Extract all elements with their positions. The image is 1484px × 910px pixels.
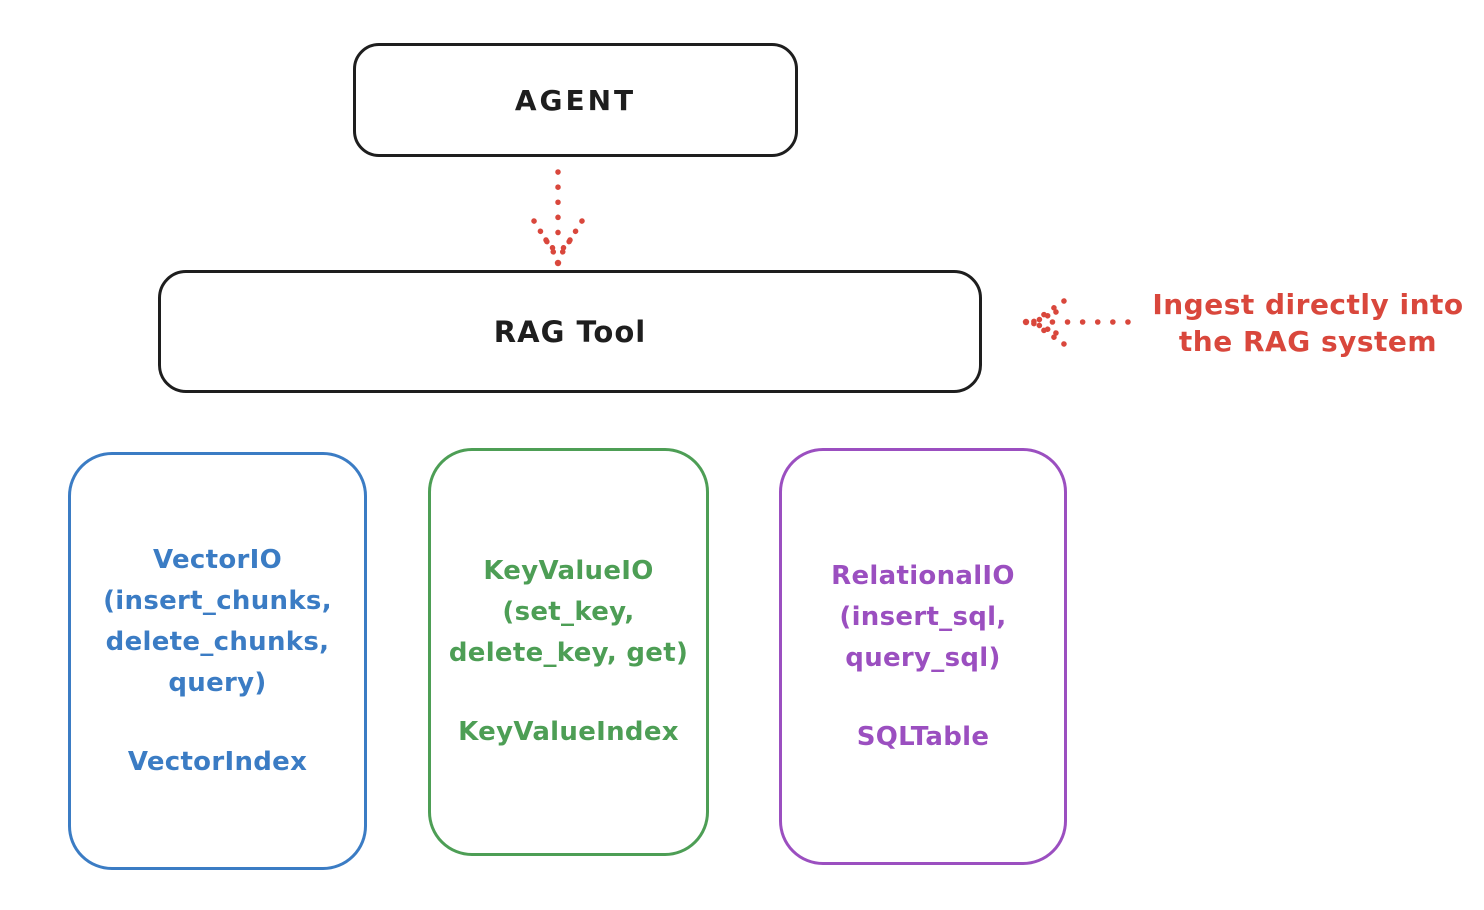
- vector-io-lines: VectorIO (insert_chunks, delete_chunks, …: [103, 540, 332, 704]
- keyvalue-io-lines: KeyValueIO (set_key, delete_key, get): [449, 551, 688, 674]
- vector-io-line: VectorIO: [152, 544, 283, 575]
- ingest-annotation-line1: Ingest directly into: [1152, 288, 1464, 321]
- keyvalue-io-line: (set_key,: [502, 597, 635, 627]
- rag-tool-label: RAG Tool: [493, 314, 647, 349]
- ingest-arrow: [1022, 298, 1131, 347]
- vector-io-box: VectorIO (insert_chunks, delete_chunks, …: [68, 452, 367, 870]
- agent-to-ragtool-arrow: [531, 169, 585, 267]
- ingest-annotation-line2: the RAG system: [1178, 325, 1438, 358]
- keyvalue-io-line: KeyValueIO: [483, 556, 654, 586]
- relational-io-box: RelationalIO (insert_sql, query_sql) SQL…: [779, 448, 1067, 865]
- agent-label: AGENT: [514, 83, 637, 117]
- relational-io-lines: RelationalIO (insert_sql, query_sql): [831, 556, 1015, 679]
- vector-io-line: (insert_chunks,: [103, 585, 332, 616]
- relational-io-line: RelationalIO: [831, 560, 1015, 591]
- keyvalue-io-line: delete_key, get): [448, 638, 689, 668]
- agent-box: AGENT: [353, 43, 798, 157]
- rag-tool-box: RAG Tool: [158, 270, 982, 393]
- vector-index-label: VectorIndex: [127, 746, 308, 777]
- ingest-annotation: Ingest directly into the RAG system: [1138, 286, 1478, 360]
- sql-table-label: SQLTable: [856, 721, 990, 752]
- relational-io-line: query_sql): [845, 642, 1001, 673]
- keyvalue-io-box: KeyValueIO (set_key, delete_key, get) Ke…: [428, 448, 709, 856]
- vector-io-line: delete_chunks,: [105, 626, 330, 657]
- relational-io-line: (insert_sql,: [839, 601, 1007, 632]
- vector-io-line: query): [168, 667, 267, 698]
- keyvalue-index-label: KeyValueIndex: [458, 717, 679, 747]
